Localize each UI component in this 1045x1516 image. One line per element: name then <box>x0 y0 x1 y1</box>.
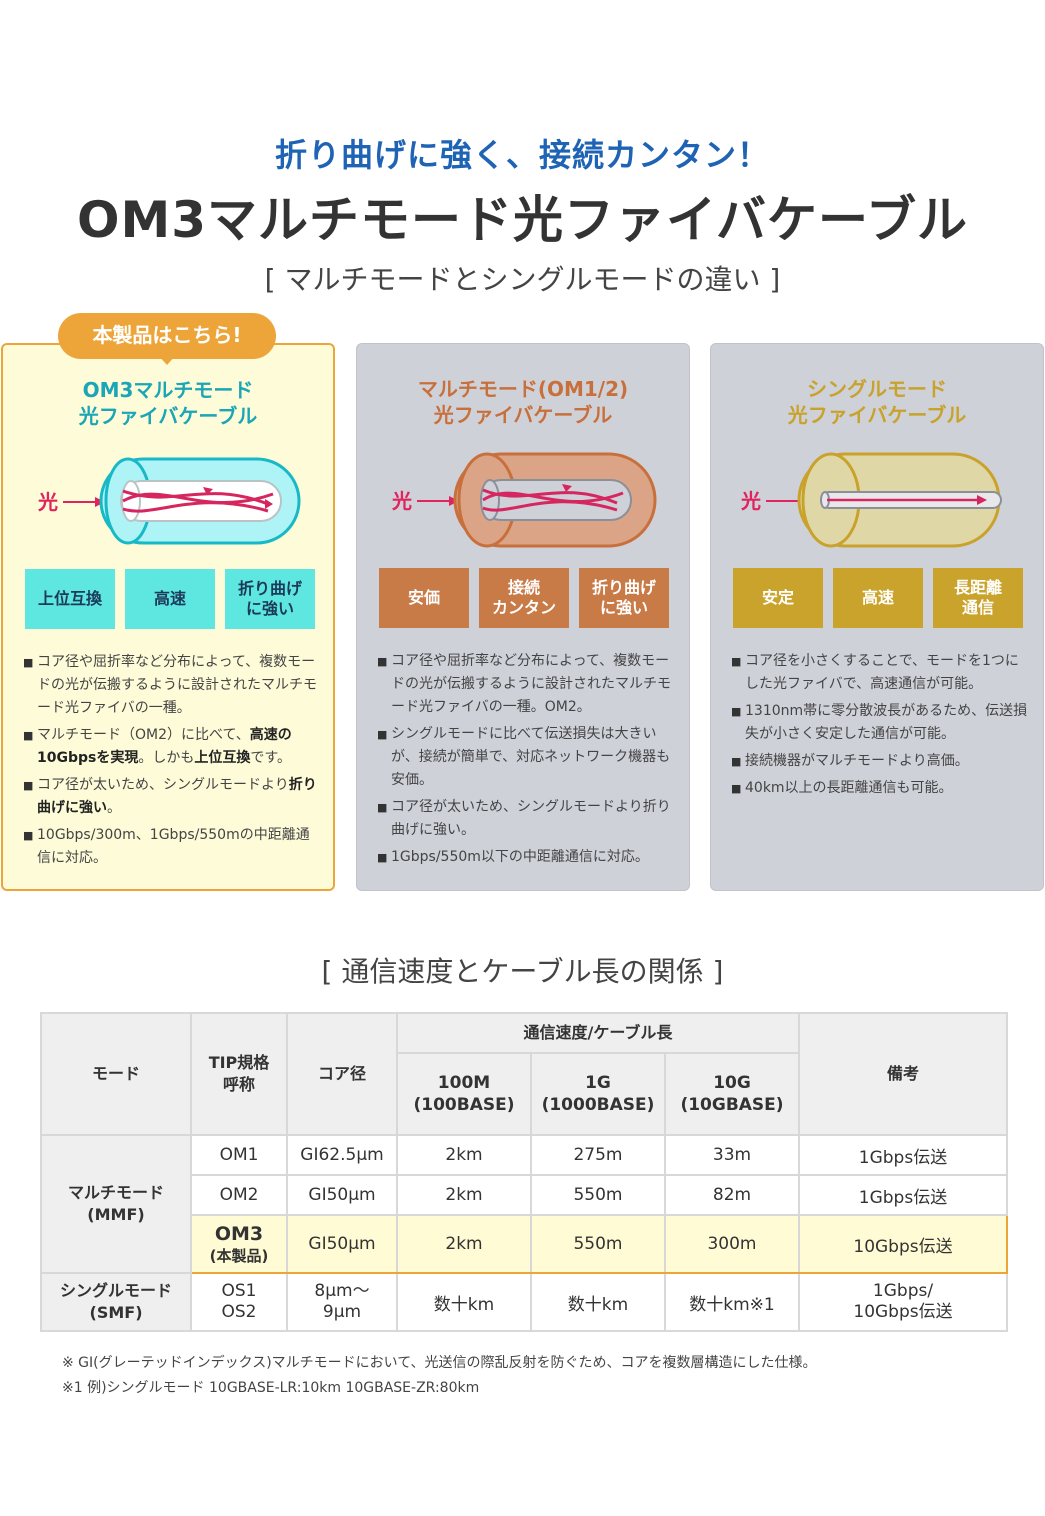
bullet-item: マルチモード（OM2）に比べて、高速の10Gbpsを実現。しかも上位互換です。 <box>23 724 323 770</box>
bullet-item: 40km以上の長距離通信も可能。 <box>731 777 1031 800</box>
header-speed: 通信速度/ケーブル長 <box>396 1012 800 1054</box>
cell-1g: 550m <box>530 1214 666 1274</box>
feature-bullets: コア径を小さくすることで、モードを1つにした光ファイバで、高速通信が可能。 13… <box>731 650 1031 804</box>
card-title: マルチモード(OM1/2) 光ファイバケーブル <box>357 376 689 428</box>
table-row: OM2 GI50μm 2km 550m 82m 1Gbps伝送 <box>41 1174 1008 1216</box>
cell-tip: OM3(本製品) <box>190 1214 288 1274</box>
cell-100m: 2km <box>396 1214 532 1274</box>
feature-bullets: コア径や屈折率など分布によって、複数モードの光が伝搬するように設計されたマルチモ… <box>377 650 677 873</box>
cell-core: 8μm〜 9μm <box>286 1272 398 1332</box>
feature-tag: 高速 <box>125 569 215 629</box>
single-mode-fiber-diagram-icon: 光 <box>741 452 1002 548</box>
bullet-item: 10Gbps/300m、1Gbps/550mの中距離通信に対応。 <box>23 824 323 870</box>
card-title: OM3マルチモード 光ファイバケーブル <box>3 377 333 429</box>
footnote-1: ※1 例)シングルモード 10GBASE-LR:10km 10GBASE-ZR:… <box>62 1380 480 1396</box>
page-title: OM3マルチモード光ファイバケーブル <box>76 191 969 249</box>
bullet-item: 接続機器がマルチモードより高価。 <box>731 750 1031 773</box>
footnote-gi: ※ GI(グレーテッドインデックス)マルチモードにおいて、光送信の際乱反射を防ぐ… <box>62 1355 817 1371</box>
this-product-badge: 本製品はこちら! <box>58 313 276 359</box>
card-title-line1: OM3マルチモード <box>82 378 254 402</box>
header-core: コア径 <box>286 1012 398 1136</box>
cell-100m: 数十km <box>396 1272 532 1332</box>
feature-tag: 折り曲げ に強い <box>225 569 315 629</box>
card-om3: OM3マルチモード 光ファイバケーブル 光 上位互換 高速 折り曲げ に強い コ… <box>1 343 335 891</box>
header-note: 備考 <box>798 1012 1008 1136</box>
card-title-line2: 光ファイバケーブル <box>78 404 258 428</box>
cell-10g: 33m <box>664 1134 800 1176</box>
feature-bullets: コア径や屈折率など分布によって、複数モードの光が伝搬するように設計されたマルチモ… <box>23 651 323 874</box>
feature-tag: 安定 <box>733 568 823 628</box>
bullet-item: 1310nm帯に零分散波長があるため、伝送損失が小さく安定した通信が可能。 <box>731 700 1031 746</box>
cell-10g: 82m <box>664 1174 800 1216</box>
om3-fiber-diagram-icon: 光 <box>37 457 301 545</box>
light-label: 光 <box>37 490 58 514</box>
speed-length-table: モード TIP規格 呼称 コア径 通信速度/ケーブル長 備考 100M (100… <box>40 1012 1008 1332</box>
cell-note: 1Gbps伝送 <box>798 1174 1008 1216</box>
cell-100m: 2km <box>396 1134 532 1176</box>
mode-mmf: マルチモード (MMF) <box>40 1134 192 1274</box>
cell-note: 1Gbps/ 10Gbps伝送 <box>798 1272 1008 1332</box>
cell-core: GI62.5μm <box>286 1134 398 1176</box>
card-title: シングルモード 光ファイバケーブル <box>711 376 1043 428</box>
bullet-item: コア径や屈折率など分布によって、複数モードの光が伝搬するように設計されたマルチモ… <box>23 651 323 720</box>
cell-1g: 数十km <box>530 1272 666 1332</box>
badge-pointer <box>158 355 176 365</box>
bullet-item: コア径が太いため、シングルモードより折り曲げに強い。 <box>377 796 677 842</box>
card-om12: マルチモード(OM1/2) 光ファイバケーブル 光 安価 接続 カンタン 折り曲… <box>356 343 690 891</box>
cell-tip: OS1 OS2 <box>190 1272 288 1332</box>
feature-tag: 高速 <box>833 568 923 628</box>
section-heading-speed: [ 通信速度とケーブル長の関係 ] <box>321 955 724 988</box>
card-single-mode: シングルモード 光ファイバケーブル 光 安定 高速 長距離 通信 コア径を小さく… <box>710 343 1044 891</box>
cell-note: 1Gbps伝送 <box>798 1134 1008 1176</box>
cell-1g: 275m <box>530 1134 666 1176</box>
card-title-line1: マルチモード(OM1/2) <box>417 377 629 401</box>
header-10g: 10G (10GBASE) <box>664 1052 800 1136</box>
bullet-item: コア径や屈折率など分布によって、複数モードの光が伝搬するように設計されたマルチモ… <box>377 650 677 719</box>
header-100m: 100M (100BASE) <box>396 1052 532 1136</box>
card-title-line1: シングルモード <box>807 377 947 401</box>
cell-10g: 300m <box>664 1214 800 1274</box>
cell-note: 10Gbps伝送 <box>798 1214 1008 1274</box>
bullet-item: コア径が太いため、シングルモードより折り曲げに強い。 <box>23 774 323 820</box>
header-mode: モード <box>40 1012 192 1136</box>
cell-tip: OM2 <box>190 1174 288 1216</box>
bullet-item: 1Gbps/550m以下の中距離通信に対応。 <box>377 846 677 869</box>
feature-tag: 接続 カンタン <box>479 568 569 628</box>
feature-tags: 上位互換 高速 折り曲げ に強い <box>25 569 315 629</box>
cell-1g: 550m <box>530 1174 666 1216</box>
feature-tag: 上位互換 <box>25 569 115 629</box>
card-title-line2: 光ファイバケーブル <box>787 403 967 427</box>
table-row-highlight: OM3(本製品) GI50μm 2km 550m 300m 10Gbps伝送 <box>41 1214 1008 1274</box>
feature-tag: 折り曲げ に強い <box>579 568 669 628</box>
om12-fiber-diagram-icon: 光 <box>391 452 657 548</box>
cell-100m: 2km <box>396 1174 532 1216</box>
header-tip: TIP規格 呼称 <box>190 1012 288 1136</box>
light-label: 光 <box>391 489 412 513</box>
table-row: シングルモード (SMF) OS1 OS2 8μm〜 9μm 数十km 数十km… <box>40 1272 1008 1332</box>
cell-tip: OM1 <box>190 1134 288 1176</box>
mode-smf: シングルモード (SMF) <box>40 1272 192 1332</box>
cell-core: GI50μm <box>286 1174 398 1216</box>
feature-tags: 安定 高速 長距離 通信 <box>733 568 1023 628</box>
feature-tags: 安価 接続 カンタン 折り曲げ に強い <box>379 568 669 628</box>
light-label: 光 <box>741 489 761 513</box>
feature-tag: 安価 <box>379 568 469 628</box>
section-heading-difference: [ マルチモードとシングルモードの違い ] <box>264 263 781 296</box>
cell-core: GI50μm <box>286 1214 398 1274</box>
bullet-item: シングルモードに比べて伝送損失は大きいが、接続が簡単で、対応ネットワーク機器も安… <box>377 723 677 792</box>
bullet-item: コア径を小さくすることで、モードを1つにした光ファイバで、高速通信が可能。 <box>731 650 1031 696</box>
catch-copy: 折り曲げに強く、接続カンタン！ <box>274 136 770 174</box>
cell-10g: 数十km※1 <box>664 1272 800 1332</box>
card-title-line2: 光ファイバケーブル <box>433 403 613 427</box>
header-1g: 1G (1000BASE) <box>530 1052 666 1136</box>
table-row: マルチモード (MMF) OM1 GI62.5μm 2km 275m 33m 1… <box>40 1134 1008 1274</box>
feature-tag: 長距離 通信 <box>933 568 1023 628</box>
